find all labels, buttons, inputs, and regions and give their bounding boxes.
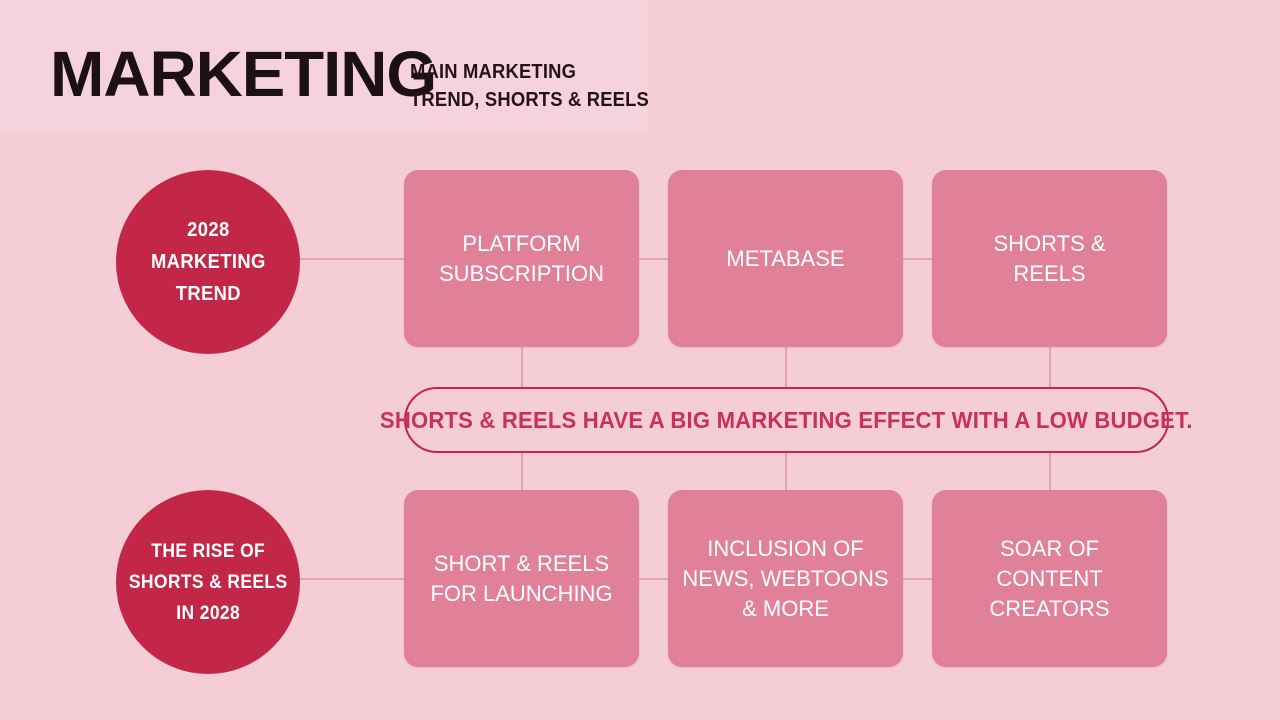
box-soar-of-content-creators[interactable]: SOAR OF CONTENT CREATORS (932, 490, 1167, 667)
box-inclusion-line2: NEWS, WEBTOONS (682, 565, 889, 591)
box-shorts-and-reels[interactable]: SHORTS & REELS (932, 170, 1167, 347)
header-background-panel (0, 0, 649, 131)
box-inclusion-line1: INCLUSION OF (707, 535, 864, 561)
circle-top-line3: TREND (175, 283, 241, 305)
connector-top-box3-to-banner (1049, 347, 1051, 388)
box-short-reels-for-launching-line2: FOR LAUNCHING (430, 580, 613, 606)
box-soar-line1: SOAR OF CONTENT (996, 535, 1103, 591)
box-inclusion-of-news-webtoons[interactable]: INCLUSION OF NEWS, WEBTOONS & MORE (668, 490, 903, 667)
connector-circle-top-to-box (300, 258, 406, 260)
connector-top-box1-to-box2 (639, 258, 669, 260)
box-shorts-and-reels-line2: REELS (1013, 260, 1086, 286)
circle-bottom-line2: SHORTS & REELS (128, 571, 288, 593)
page-title: MARKETING (50, 38, 437, 110)
box-soar-line2: CREATORS (989, 595, 1110, 621)
circle-2028-marketing-trend[interactable]: 2028 MARKETING TREND (116, 170, 300, 354)
box-platform-subscription[interactable]: PLATFORM SUBSCRIPTION (404, 170, 639, 347)
box-inclusion-line3: & MORE (742, 595, 829, 621)
circle-top-line1: 2028 (186, 219, 230, 241)
connector-bottom-box2-to-box3 (903, 578, 933, 580)
circle-top-line2: MARKETING (150, 251, 266, 273)
connector-top-box2-to-box3 (903, 258, 933, 260)
banner-text: SHORTS & REELS HAVE A BIG MARKETING EFFE… (380, 406, 1193, 433)
box-platform-subscription-line2: SUBSCRIPTION (438, 260, 605, 286)
banner-key-message: SHORTS & REELS HAVE A BIG MARKETING EFFE… (380, 387, 1193, 453)
circle-bottom-line1: THE RISE OF (151, 540, 265, 562)
page-subtitle-line1: MAIN MARKETING (410, 61, 577, 83)
connector-bottom-box1-to-box2 (639, 578, 669, 580)
connector-top-box1-to-banner (521, 347, 523, 388)
circle-rise-of-shorts-reels[interactable]: THE RISE OF SHORTS & REELS IN 2028 (116, 490, 300, 674)
connector-banner-to-bottom-box1 (521, 452, 523, 490)
page-subtitle-line2: TREND, SHORTS & REELS (410, 89, 649, 111)
box-platform-subscription-line1: PLATFORM (462, 230, 581, 256)
box-short-reels-for-launching-line1: SHORT & REELS (433, 550, 610, 576)
page-subtitle: MAIN MARKETING TREND, SHORTS & REELS (410, 58, 649, 114)
box-metabase[interactable]: METABASE (668, 170, 903, 347)
connector-top-box2-to-banner (785, 347, 787, 388)
circle-bottom-line3: IN 2028 (176, 602, 240, 624)
box-short-reels-for-launching[interactable]: SHORT & REELS FOR LAUNCHING (404, 490, 639, 667)
box-shorts-and-reels-line1: SHORTS & (993, 230, 1106, 256)
connector-circle-bottom-to-box (300, 578, 406, 580)
connector-banner-to-bottom-box2 (785, 452, 787, 490)
box-metabase-line1: METABASE (726, 245, 845, 271)
connector-banner-to-bottom-box3 (1049, 452, 1051, 490)
